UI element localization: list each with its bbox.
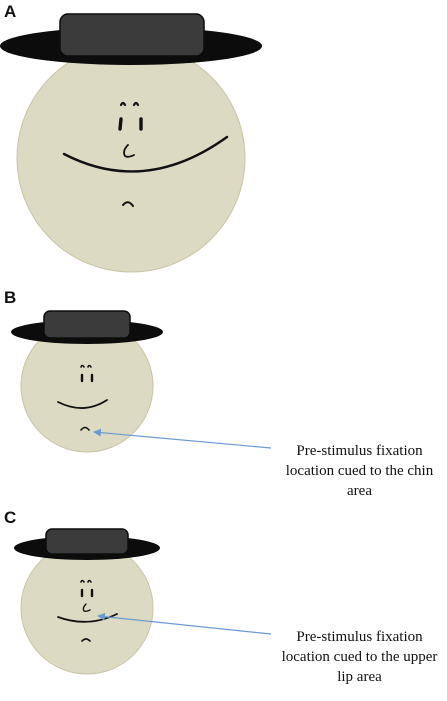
face-b-features	[57, 364, 108, 431]
face-c-nose	[82, 603, 91, 613]
caption-c: Pre-stimulus fixation location cued to t…	[272, 627, 447, 687]
caption-b-line-1: Pre-stimulus fixation	[296, 443, 423, 459]
face-c-mouth	[57, 613, 118, 623]
face-b	[11, 310, 163, 453]
face-c-features	[57, 579, 118, 642]
face-a-left-eye	[118, 117, 123, 131]
face-a-left-eyebrow	[119, 101, 127, 107]
caption-c-line-1: Pre-stimulus fixation	[296, 629, 423, 645]
face-a	[0, 13, 262, 273]
face-a-head	[16, 43, 246, 273]
face-a-mouth	[62, 135, 229, 173]
face-b-mouth	[57, 399, 108, 409]
caption-c-line-2: location cued to the upper	[281, 649, 438, 665]
face-c-right-eyebrow	[87, 579, 92, 583]
face-a-hat-top	[59, 13, 205, 57]
caption-b: Pre-stimulus fixation location cued to t…	[272, 441, 447, 501]
face-b-hat-top	[43, 310, 131, 339]
face-a-features	[62, 101, 229, 207]
caption-b-line-2: location cued to the chin	[285, 463, 434, 479]
face-c-hat-top	[45, 528, 129, 555]
face-c	[14, 528, 160, 675]
face-c-head	[20, 541, 154, 675]
face-b-chin	[80, 426, 90, 431]
caption-b-line-3: area	[347, 483, 372, 499]
face-a-chin	[122, 201, 134, 207]
face-b-left-eyebrow	[80, 364, 85, 368]
face-c-chin	[81, 638, 91, 642]
face-a-right-eyebrow	[132, 101, 140, 107]
caption-c-line-3: lip area	[337, 669, 382, 685]
panel-c-label: C	[4, 508, 17, 527]
arrow-c	[97, 612, 272, 635]
face-c-left-eyebrow	[80, 579, 85, 583]
panel-a-label: A	[4, 2, 17, 21]
face-b-right-eyebrow	[87, 364, 92, 368]
panel-b-label: B	[4, 288, 17, 307]
arrow-b	[93, 428, 272, 449]
face-a-nose	[123, 144, 135, 158]
